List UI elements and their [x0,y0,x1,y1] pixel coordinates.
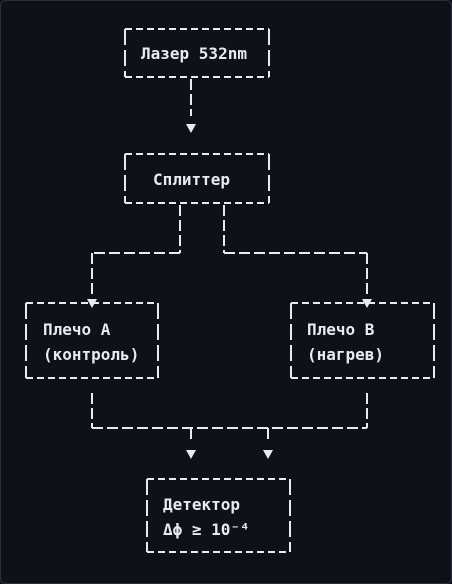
edge-arms-detector [91,393,368,459]
arrow-down-icon [186,450,196,459]
splitter-node: Сплиттер [124,153,270,204]
arm-a-sublabel: (контроль) [43,345,139,364]
arm-b-sublabel: (нагрев) [307,345,384,364]
arm-b-label: Плечо B [307,320,375,339]
arrow-down-icon [186,124,196,133]
edge-laser-splitter [186,79,196,133]
laser-node: Лазер 532nm [124,28,270,78]
detector-node: Детектор Δϕ ≥ 10⁻⁴ [146,478,291,553]
arrow-down-icon [362,299,372,308]
laser-label: Лазер 532nm [141,44,247,63]
arm-a-node: Плечо A (контроль) [25,302,159,379]
detector-label: Детектор [163,495,240,514]
arm-b-node: Плечо B (нагрев) [290,302,435,379]
edge-splitter-arm-b [223,205,372,308]
detector-sublabel: Δϕ ≥ 10⁻⁴ [163,520,250,539]
splitter-label: Сплиттер [153,170,230,189]
arrow-down-icon [263,450,273,459]
edge-splitter-arm-a [87,205,181,308]
arm-a-label: Плечо A [43,320,111,339]
